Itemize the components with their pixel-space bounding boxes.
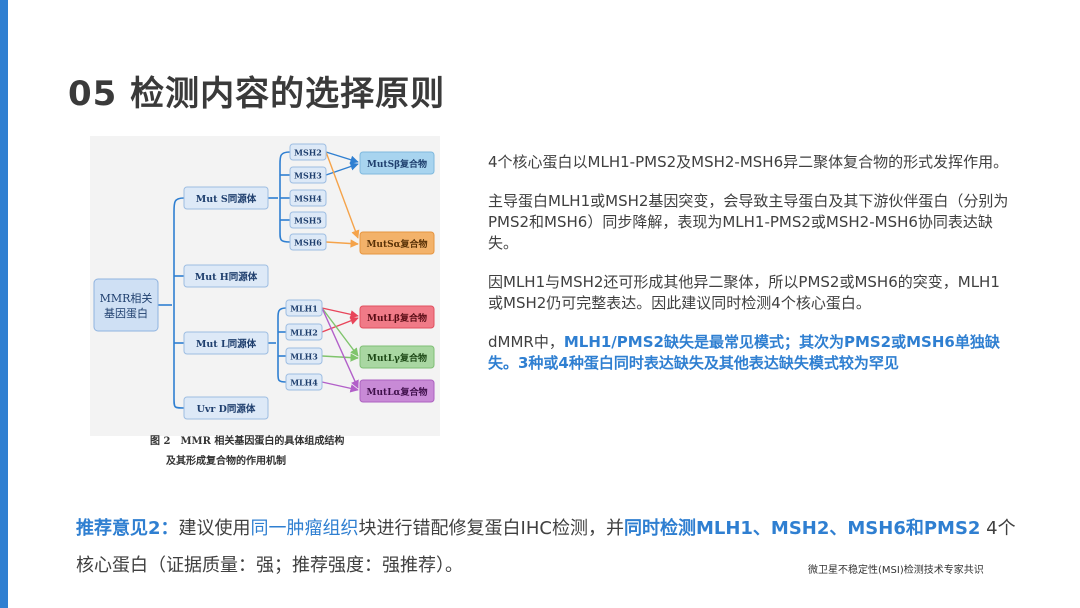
homolog-mutl: Mut L同源体 <box>183 331 269 355</box>
complex-mutlb: MutLβ复合物 <box>359 305 435 329</box>
mlh-label: MLH4 <box>290 378 318 388</box>
complex-mutlg: MutLγ复合物 <box>359 345 435 369</box>
complex-mutsb: MutSβ复合物 <box>359 151 435 175</box>
source-note: 微卫星不稳定性(MSI)检测技术专家共识 <box>808 565 984 576</box>
root-node: MMR相关 基因蛋白 <box>93 278 159 332</box>
caption-line-2: 及其形成复合物的作用机制 <box>150 452 344 472</box>
paragraph-4-prefix: dMMR中， <box>488 333 564 351</box>
recommendation-seg3: 块进行错配修复蛋白IHC检测，并 <box>358 518 624 539</box>
recommendation-seg4: 同时检测MLH1、MSH2、MSH6和PMS2 <box>623 518 981 539</box>
complex-label: MutSβ复合物 <box>367 158 427 170</box>
homolog-label: Mut H同源体 <box>195 271 258 283</box>
homolog-label: Mut L同源体 <box>196 338 257 350</box>
complex-label: MutLβ复合物 <box>367 312 427 324</box>
mmr-diagram-figure: MMR相关 基因蛋白 Mut S同源体 Mut H同源体 Mut L同源体 Uv… <box>90 136 440 436</box>
paragraph-4-highlight: MLH1/PMS2缺失是最常见模式；其次为PMS2或MSH6单独缺失。3种或4种… <box>488 333 1000 372</box>
homolog-label: Mut S同源体 <box>196 193 257 205</box>
homolog-muts: Mut S同源体 <box>183 186 269 210</box>
msh-label: MSH5 <box>294 216 322 226</box>
complex-arrows <box>321 151 360 393</box>
mmr-diagram: MMR相关 基因蛋白 Mut S同源体 Mut H同源体 Mut L同源体 Uv… <box>93 143 435 420</box>
complex-label: MutSα复合物 <box>366 238 427 250</box>
msh-label: MSH3 <box>294 171 322 181</box>
mlh-label: MLH3 <box>290 352 318 362</box>
caption-fig-number: 图 2 <box>150 436 171 447</box>
recommendation-seg2: 同一肿瘤组织 <box>250 518 359 539</box>
accent-bar <box>0 0 8 608</box>
complex-label: MutLα复合物 <box>367 386 428 398</box>
complex-mutla: MutLα复合物 <box>359 379 435 403</box>
complex-label: MutLγ复合物 <box>367 352 427 364</box>
paragraph-1: 4个核心蛋白以MLH1-PMS2及MSH2-MSH6异二聚体复合物的形式发挥作用… <box>488 153 1009 171</box>
complex-mutsa: MutSα复合物 <box>359 231 435 255</box>
homolog-label: Uvr D同源体 <box>197 403 256 415</box>
msh-node: MSH6 <box>289 233 327 251</box>
caption-title: MMR 相关基因蛋白的具体组成结构 <box>180 436 345 447</box>
root-label-line1: MMR相关 <box>100 291 153 305</box>
paragraph-4: dMMR中，MLH1/PMS2缺失是最常见模式；其次为PMS2或MSH6单独缺失… <box>488 332 1010 374</box>
msh-node: MSH3 <box>289 166 327 184</box>
page-title: 05 检测内容的选择原则 <box>68 74 446 114</box>
caption-line-1: 图 2 MMR 相关基因蛋白的具体组成结构 <box>150 432 344 452</box>
homolog-muth: Mut H同源体 <box>183 264 269 288</box>
msh-label: MSH4 <box>294 194 322 204</box>
recommendation: 推荐意见2：建议使用同一肿瘤组织块进行错配修复蛋白IHC检测，并同时检测MLH1… <box>76 510 1016 584</box>
mlh-node: MLH4 <box>285 373 323 391</box>
msh-node: MSH2 <box>289 143 327 161</box>
mlh-node: MLH3 <box>285 347 323 365</box>
explanation-text: 4个核心蛋白以MLH1-PMS2及MSH2-MSH6异二聚体复合物的形式发挥作用… <box>488 152 1010 392</box>
msh-label: MSH2 <box>294 148 322 158</box>
recommendation-label: 推荐意见2： <box>76 518 179 539</box>
mlh-node: MLH1 <box>285 299 323 317</box>
homolog-uvrd: Uvr D同源体 <box>183 396 269 420</box>
mlh-label: MLH2 <box>290 328 318 338</box>
mlh-node: MLH2 <box>285 323 323 341</box>
figure-caption: 图 2 MMR 相关基因蛋白的具体组成结构 及其形成复合物的作用机制 <box>150 432 344 472</box>
recommendation-seg5: 4个核心蛋白（证据质量：强；推荐强度：强推荐）。 <box>76 518 1016 576</box>
recommendation-seg1: 建议使用 <box>178 518 251 539</box>
msh-node: MSH4 <box>289 189 327 207</box>
paragraph-3: 因MLH1与MSH2还可形成其他异二聚体，所以PMS2或MSH6的突变，MLH1… <box>488 273 1000 312</box>
paragraph-2: 主导蛋白MLH1或MSH2基因突变，会导致主导蛋白及其下游伙伴蛋白（分别为PMS… <box>488 192 1009 252</box>
msh-label: MSH6 <box>294 238 322 248</box>
mlh-label: MLH1 <box>290 304 318 314</box>
root-label-line2: 基因蛋白 <box>104 306 148 320</box>
tree-connectors <box>158 151 291 409</box>
caption-subtitle: 及其形成复合物的作用机制 <box>166 456 286 467</box>
msh-node: MSH5 <box>289 211 327 229</box>
